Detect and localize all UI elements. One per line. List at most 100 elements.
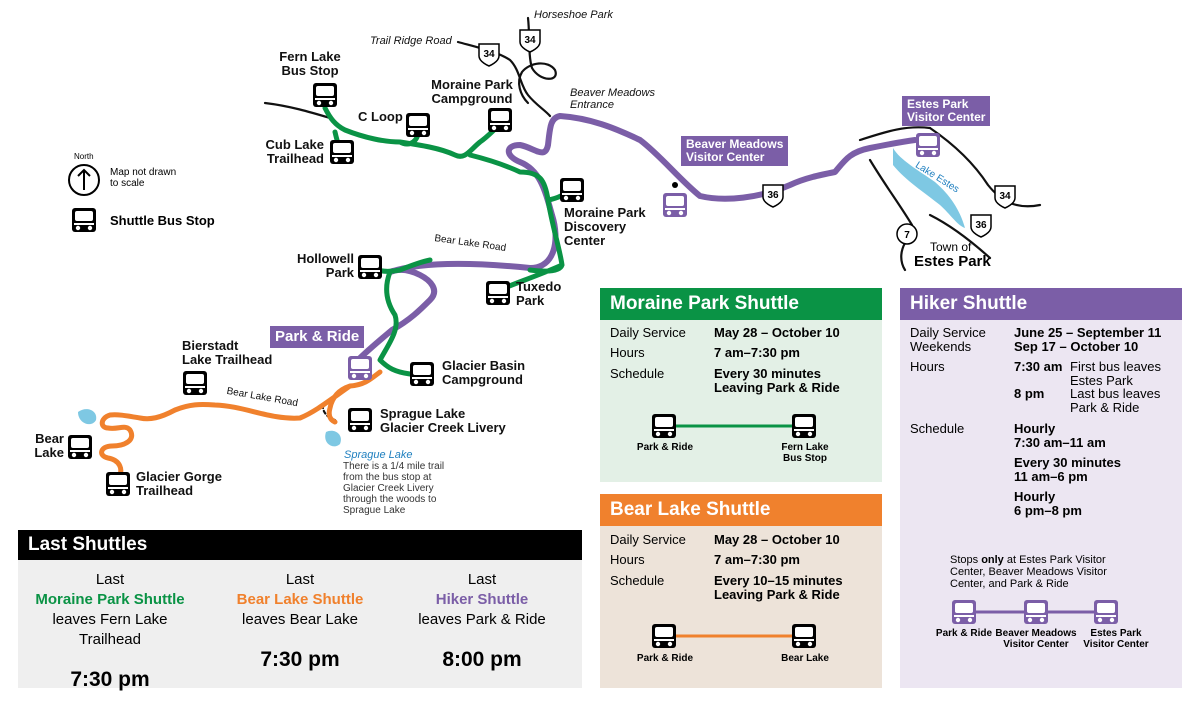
label-sprague-lake: Sprague Lake [344, 449, 413, 461]
label-moraine-park-discovery: Moraine Park Discovery Center [564, 205, 646, 248]
stop-glacier-basin[interactable] [410, 362, 434, 386]
hiker-stops-note: Stops only at Estes Park Visitor Center,… [950, 554, 1107, 590]
hiker-hours-2-time: 8 pm [1014, 386, 1045, 401]
label-bear-lake: Bear Lake [34, 431, 64, 460]
stop-cub-lake[interactable] [330, 140, 354, 164]
bear-route-diagram [652, 624, 816, 648]
svg-text:34: 34 [524, 35, 536, 46]
bear-daily-label: Daily Service [610, 532, 686, 547]
hiker-schedule-label: Schedule [910, 421, 965, 436]
label-estes-park-town: Estes Park [914, 253, 991, 270]
hiker-shuttle-title: Hiker Shuttle [900, 288, 1182, 320]
hiker-hours-label: Hours [910, 359, 945, 374]
stop-estes-park-vc[interactable] [916, 133, 940, 157]
bear-schedule-value: Every 10–15 minutes Leaving Park & Ride [714, 573, 843, 602]
hiker-schedule-2: Every 30 minutes 11 am–6 pm [1014, 455, 1121, 484]
hiker-hours-1-time: 7:30 am [1014, 359, 1063, 374]
moraine-diagram-end-icon [792, 414, 816, 438]
stop-glacier-gorge[interactable] [106, 472, 130, 496]
moraine-diagram-from: Park & Ride [636, 442, 694, 453]
label-tuxedo-park: Tuxedo Park [516, 279, 562, 308]
last-bear-name: Bear Lake Shuttle [236, 591, 364, 608]
stop-hollowell-park[interactable] [358, 255, 382, 279]
us36-shield-b: 36 [970, 214, 992, 238]
bear-diagram-start-icon [652, 624, 676, 648]
route-shields: 34 34 34 36 36 7 [478, 29, 1016, 245]
stop-moraine-park-campground[interactable] [488, 108, 512, 132]
label-town-of: Town of [930, 240, 972, 254]
label-cub-lake: Cub Lake Trailhead [265, 137, 324, 166]
hiker-hours-2-text: Last bus leaves Park & Ride [1070, 386, 1161, 415]
stop-moraine-park-discovery[interactable] [560, 178, 584, 202]
label-horseshoe-park: Horseshoe Park [534, 9, 613, 21]
last-bear-time: 7:30 pm [260, 648, 340, 671]
last-moraine-last: Last [95, 571, 125, 588]
last-hiker-name: Hiker Shuttle [435, 591, 529, 608]
moraine-daily-value: May 28 – October 10 [714, 325, 840, 340]
label-glacier-gorge: Glacier Gorge Trailhead [136, 469, 222, 498]
last-moraine-name: Moraine Park Shuttle [35, 591, 185, 608]
hiker-daily-value: June 25 – September 11 Sep 17 – October … [1014, 325, 1162, 354]
hiker-diagram-c: Estes Park Visitor Center [1083, 628, 1149, 650]
stop-c-loop[interactable] [406, 113, 430, 137]
last-moraine-time: 7:30 pm [70, 668, 150, 691]
label-glacier-basin: Glacier Basin Campground [442, 358, 526, 387]
last-hiker-last: Last [467, 571, 497, 588]
stop-tuxedo-park[interactable] [486, 281, 510, 305]
us34-shield-a: 34 [478, 43, 500, 67]
last-bear-last: Last [285, 571, 315, 588]
bear-lake-shuttle-title: Bear Lake Shuttle [600, 494, 882, 526]
beaver-meadows-dot [672, 182, 678, 188]
bear-daily-value: May 28 – October 10 [714, 532, 840, 547]
label-fern-lake: Fern Lake Bus Stop [279, 49, 341, 78]
sprague-lake-pond [325, 430, 341, 447]
hiker-shuttle-panel: Hiker Shuttle Daily Service Weekends Jun… [900, 288, 1182, 688]
last-bear-where: leaves Bear Lake [242, 611, 358, 628]
hiker-diagram-a: Park & Ride [935, 628, 993, 639]
label-moraine-park-campground: Moraine Park Campground [431, 77, 513, 106]
hiker-hours-1-text: First bus leaves Estes Park [1070, 359, 1162, 388]
last-shuttle-hiker: Last Hiker Shuttle leaves Park & Ride 8:… [392, 570, 572, 670]
last-shuttles-title: Last Shuttles [18, 530, 582, 560]
hiker-schedule-1: Hourly 7:30 am–11 am [1014, 421, 1106, 450]
stop-bear-lake[interactable] [68, 435, 92, 459]
legend-north-label: North [74, 152, 94, 161]
bear-schedule-label: Schedule [610, 573, 665, 588]
stop-fern-lake[interactable] [313, 83, 337, 107]
map-legend [68, 164, 100, 232]
label-bierstadt: Bierstadt Lake Trailhead [182, 338, 273, 367]
label-beaver-meadows-entrance: Beaver Meadows Entrance [570, 87, 655, 111]
svg-text:36: 36 [975, 220, 987, 231]
us34-shield-c: 34 [994, 185, 1016, 209]
legend-bus-icon [72, 208, 96, 232]
last-hiker-time: 8:00 pm [442, 648, 522, 671]
bear-diagram-to: Bear Lake [781, 653, 829, 664]
label-park-and-ride: Park & Ride [270, 326, 365, 348]
us36-shield-a: 36 [762, 184, 784, 208]
stop-bierstadt[interactable] [183, 371, 207, 395]
moraine-hours-label: Hours [610, 345, 645, 360]
bear-hours-label: Hours [610, 552, 645, 567]
moraine-diagram-start-icon [652, 414, 676, 438]
hiker-route-diagram [952, 600, 1118, 624]
legend-not-to-scale: Map not drawn to scale [110, 167, 177, 189]
moraine-route-diagram [652, 414, 816, 438]
hiker-diagram-b: Beaver Meadows Visitor Center [995, 628, 1077, 650]
stop-beaver-meadows-vc[interactable] [663, 193, 687, 217]
label-hollowell-park: Hollowell Park [296, 251, 354, 280]
svg-text:34: 34 [999, 191, 1011, 202]
stop-park-and-ride[interactable] [348, 356, 372, 380]
sprague-trail-note: There is a 1/4 mile trail from the bus s… [343, 461, 445, 516]
label-trail-ridge-road: Trail Ridge Road [370, 35, 452, 47]
bear-hours-value: 7 am–7:30 pm [714, 552, 800, 567]
label-beaver-meadows-vc: Beaver Meadows Visitor Center [681, 136, 789, 166]
hiker-route-line [355, 113, 918, 363]
stop-sprague-livery[interactable] [348, 408, 372, 432]
hiker-diagram-c-icon [1094, 600, 1118, 624]
bear-lake-shuttle-panel: Bear Lake Shuttle Daily Service May 28 –… [600, 494, 882, 688]
us34-shield-b: 34 [519, 29, 541, 53]
hiker-diagram-a-icon [952, 600, 976, 624]
bear-lake-pond [78, 409, 97, 425]
co7-shield: 7 [896, 223, 918, 245]
